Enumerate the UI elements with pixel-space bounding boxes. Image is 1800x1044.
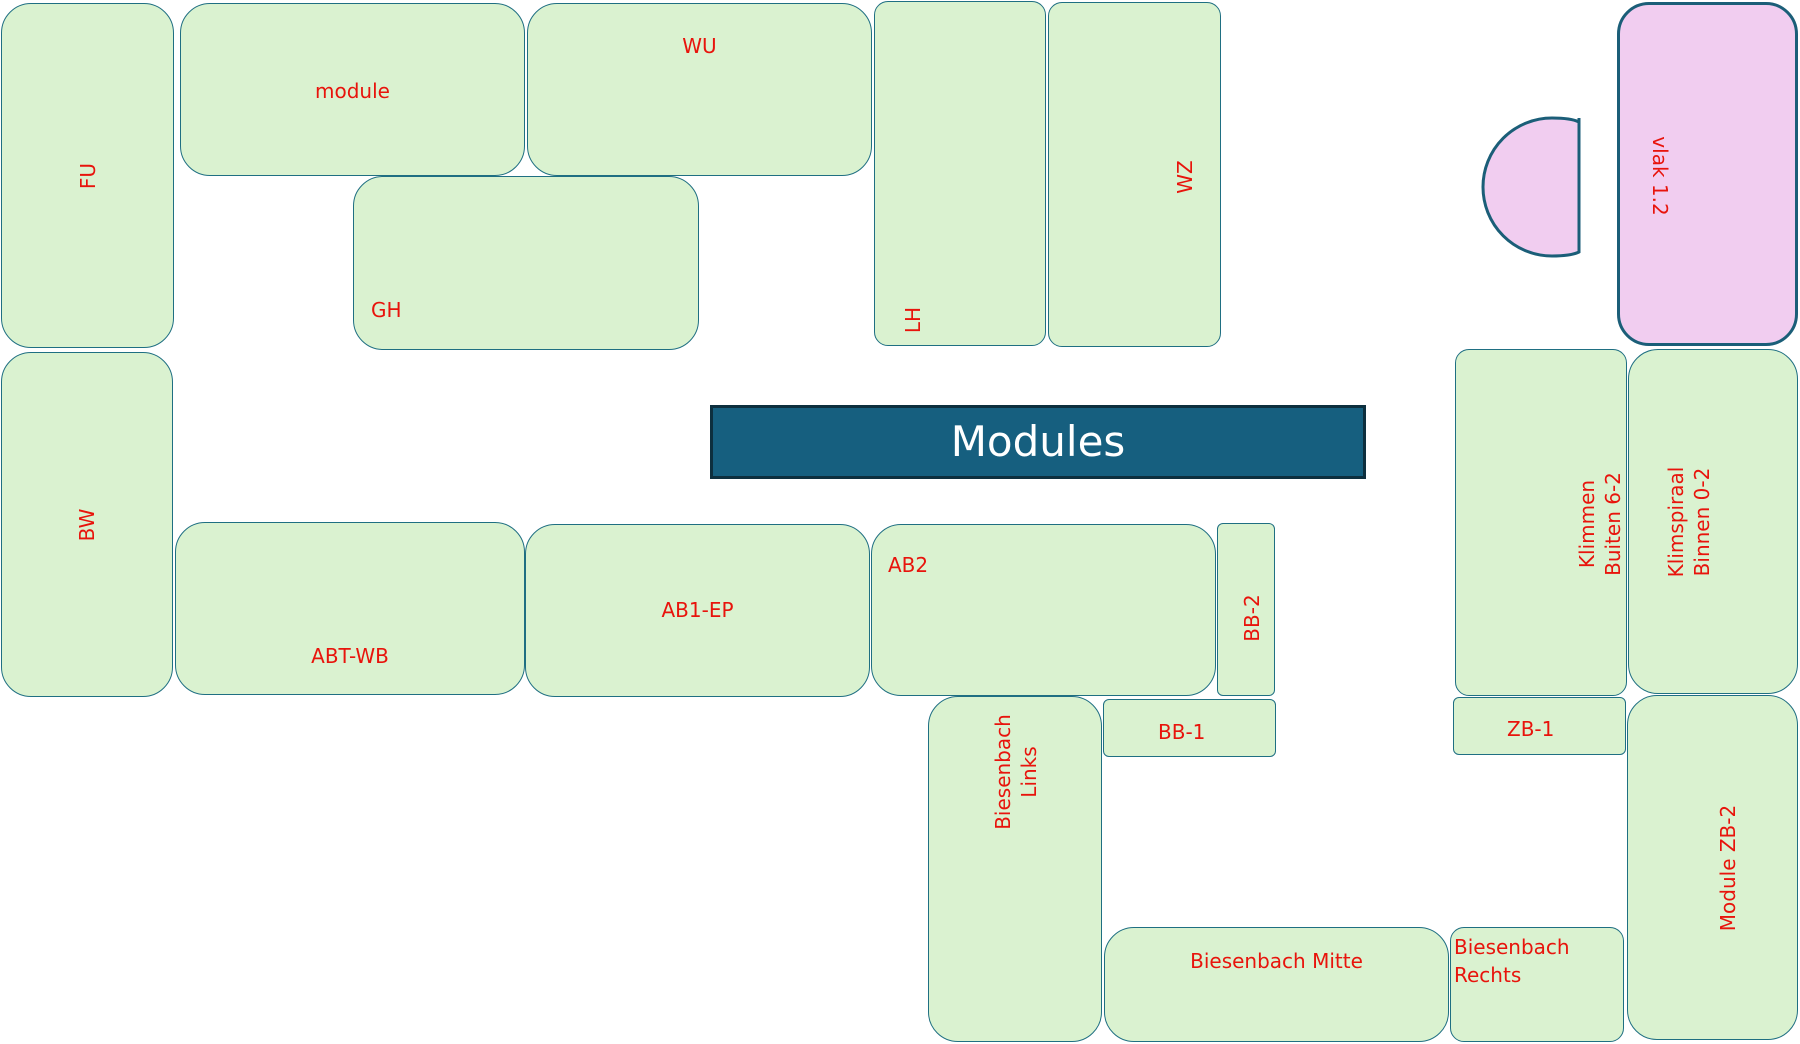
module-bw[interactable]: BW: [1, 352, 173, 697]
module-klimmen-buiten-line1: Klimmen: [1575, 479, 1599, 569]
module-ab1-ep[interactable]: AB1-EP: [525, 524, 870, 697]
module-abt-wb[interactable]: ABT-WB: [175, 522, 525, 695]
module-biesenbach-rechts-line1: Biesenbach: [1454, 935, 1570, 959]
module-biesenbach-links-line1: Biesenbach: [991, 714, 1015, 830]
module-module-label: module: [315, 79, 390, 103]
module-biesenbach-links[interactable]: Biesenbach Links: [928, 696, 1102, 1042]
module-biesenbach-links-line2: Links: [1017, 746, 1041, 798]
module-wu[interactable]: WU: [527, 3, 872, 176]
module-klimspiraal-binnen-line2: Binnen 0-2: [1690, 467, 1714, 577]
module-biesenbach-rechts[interactable]: Biesenbach Rechts: [1450, 927, 1624, 1042]
module-wu-label: WU: [682, 34, 717, 58]
module-bb-1-label: BB-1: [1158, 720, 1206, 744]
module-wz-label: WZ: [1173, 160, 1197, 194]
module-abt-wb-label: ABT-WB: [311, 644, 389, 668]
module-gh[interactable]: GH: [353, 176, 699, 350]
module-bb-1[interactable]: BB-1: [1103, 699, 1276, 757]
module-module[interactable]: module: [180, 3, 525, 176]
module-lh-label: LH: [901, 306, 925, 334]
module-ab2[interactable]: AB2: [871, 524, 1216, 696]
module-klimspiraal-binnen[interactable]: Klimspiraal Binnen 0-2: [1628, 349, 1798, 694]
module-biesenbach-mitte[interactable]: Biesenbach Mitte: [1104, 927, 1449, 1042]
module-gh-label: GH: [371, 298, 402, 322]
module-klimspiraal-binnen-label: Klimspiraal Binnen 0-2: [1663, 467, 1715, 578]
module-fu-label: FU: [75, 162, 100, 189]
module-wz[interactable]: WZ: [1048, 2, 1221, 347]
module-klimmen-buiten[interactable]: Klimmen Buiten 6-2: [1455, 349, 1627, 696]
module-lh[interactable]: LH: [874, 1, 1046, 346]
title-banner: Modules: [710, 405, 1366, 479]
module-fu[interactable]: FU: [1, 3, 174, 348]
module-vlak-1-2[interactable]: vlak 1.2: [1617, 2, 1798, 346]
module-klimmen-buiten-label: Klimmen Buiten 6-2: [1574, 472, 1626, 576]
module-ab1-ep-label: AB1-EP: [661, 598, 734, 622]
module-biesenbach-rechts-line2: Rechts: [1454, 963, 1522, 987]
module-zb-2[interactable]: Module ZB-2: [1627, 695, 1798, 1040]
module-ab2-label: AB2: [888, 553, 929, 577]
module-vlak-1-2-label: vlak 1.2: [1648, 136, 1672, 216]
module-biesenbach-rechts-label: Biesenbach Rechts: [1454, 933, 1570, 989]
half-circle-shape: [1481, 116, 1581, 258]
module-zb-1[interactable]: ZB-1: [1453, 697, 1626, 755]
module-zb-2-label: Module ZB-2: [1716, 804, 1740, 932]
module-zb-1-label: ZB-1: [1507, 717, 1555, 741]
module-biesenbach-mitte-label: Biesenbach Mitte: [1190, 949, 1363, 973]
module-bw-label: BW: [75, 508, 99, 541]
module-bb-2-label: BB-2: [1240, 594, 1264, 642]
module-bb-2[interactable]: BB-2: [1217, 523, 1275, 696]
module-klimmen-buiten-line2: Buiten 6-2: [1601, 472, 1625, 576]
module-biesenbach-links-label: Biesenbach Links: [990, 714, 1042, 830]
module-klimspiraal-binnen-line1: Klimspiraal: [1664, 466, 1688, 578]
